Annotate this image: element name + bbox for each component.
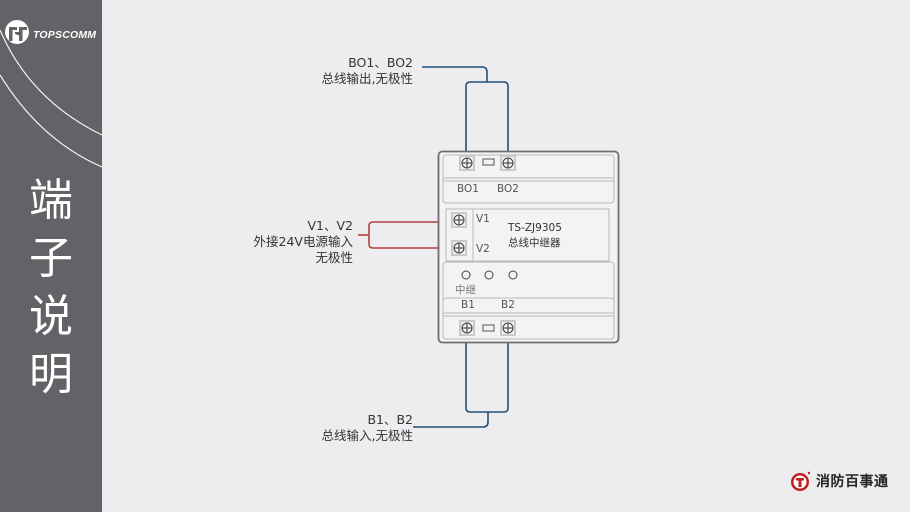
indicator-led-3	[508, 270, 518, 280]
terminal-label-bo2: BO2	[497, 183, 519, 195]
fire-hydrant-icon	[791, 471, 811, 491]
title-char: 子	[29, 233, 73, 284]
logo-text: TOPSCOMM	[33, 29, 97, 41]
power-callout-terminals: V1、V2	[307, 218, 353, 233]
page-title: 端 子 说 明	[0, 172, 102, 404]
b-callout-terminals: B1、B2	[367, 412, 413, 427]
b-callout-desc: 总线输入,无极性	[321, 428, 413, 443]
indicator-led-2	[484, 270, 494, 280]
power-callout: V1、V2 外接24V电源输入 无极性	[254, 218, 353, 266]
bo-callout-desc: 总线输出,无极性	[321, 71, 413, 86]
terminal-label-v1: V1	[476, 213, 490, 225]
led-slot-top	[482, 158, 495, 166]
screw-terminal-b1	[459, 320, 475, 336]
title-char: 端	[29, 175, 73, 226]
device-model: TS-ZJ9305	[508, 222, 562, 234]
screw-terminal-bo2	[500, 155, 516, 171]
brand-name: 消防百事通	[816, 474, 889, 490]
topscomm-logo: TOPSCOMM	[3, 18, 96, 46]
topscomm-logo-icon	[5, 20, 29, 44]
indicator-label: 中继	[455, 284, 476, 296]
screw-terminal-v1	[451, 212, 467, 228]
screw-terminal-b2	[500, 320, 516, 336]
repeater-device	[437, 150, 620, 344]
power-callout-polarity: 无极性	[315, 250, 353, 265]
screw-terminal-bo1	[459, 155, 475, 171]
b-callout: B1、B2 总线输入,无极性	[322, 412, 413, 444]
led-slot-bottom	[482, 324, 495, 332]
b-wire	[413, 342, 509, 428]
title-char: 说	[29, 291, 73, 342]
power-callout-desc: 外接24V电源输入	[253, 234, 353, 249]
brand-logo: 消防百事通	[790, 470, 889, 492]
terminal-label-b1: B1	[461, 299, 475, 311]
decorative-curves	[0, 29, 102, 168]
bo-callout-terminals: BO1、BO2	[348, 55, 413, 70]
screw-terminal-v2	[451, 240, 467, 256]
bo-wire	[422, 66, 509, 152]
terminal-label-bo1: BO1	[457, 183, 479, 195]
indicator-led-relay	[461, 270, 471, 280]
title-char: 明	[29, 349, 73, 400]
terminal-label-v2: V2	[476, 243, 490, 255]
device-name: 总线中继器	[508, 237, 561, 249]
power-wire	[358, 221, 440, 249]
bo-callout: BO1、BO2 总线输出,无极性	[322, 55, 413, 87]
sidebar: TOPSCOMM 端 子 说 明	[0, 0, 102, 512]
terminal-label-b2: B2	[501, 299, 515, 311]
